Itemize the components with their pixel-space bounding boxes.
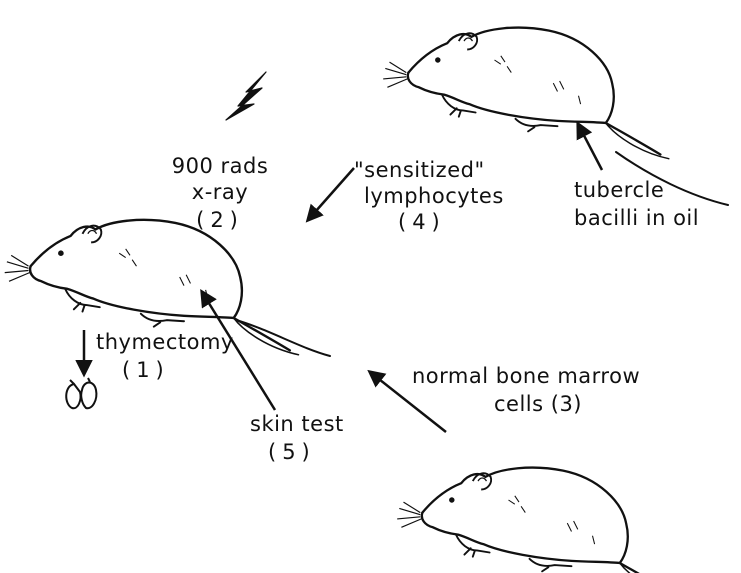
bone-marrow-label: normal bone marrow [412, 364, 640, 389]
skin-test-label: skin test [250, 412, 344, 437]
sensitized-step-number: (4) [398, 210, 446, 235]
lightning-bolt-icon [226, 72, 266, 120]
tubercle-label: tubercle [574, 178, 664, 203]
lymphocyte-arrow [308, 168, 354, 220]
tubercle-arrow [578, 124, 602, 170]
bone-marrow-cells-label: cells (3) [494, 392, 582, 417]
thymus-icon [66, 378, 96, 408]
lymphocytes-label: lymphocytes [364, 184, 504, 209]
thymectomy-step-number: (1) [122, 358, 170, 383]
bacilli-label: bacilli in oil [574, 206, 699, 231]
marrow-donor-rat-icon [397, 468, 683, 573]
thymectomy-label: thymectomy [96, 330, 234, 355]
sensitized-label: "sensitized" [354, 158, 485, 183]
skin-test-step-number: (5) [268, 440, 316, 465]
xray-label-line2: x-ray [158, 180, 282, 205]
xray-label-line1: 900 rads [158, 154, 282, 179]
xray-step-number: (2) [158, 208, 282, 233]
